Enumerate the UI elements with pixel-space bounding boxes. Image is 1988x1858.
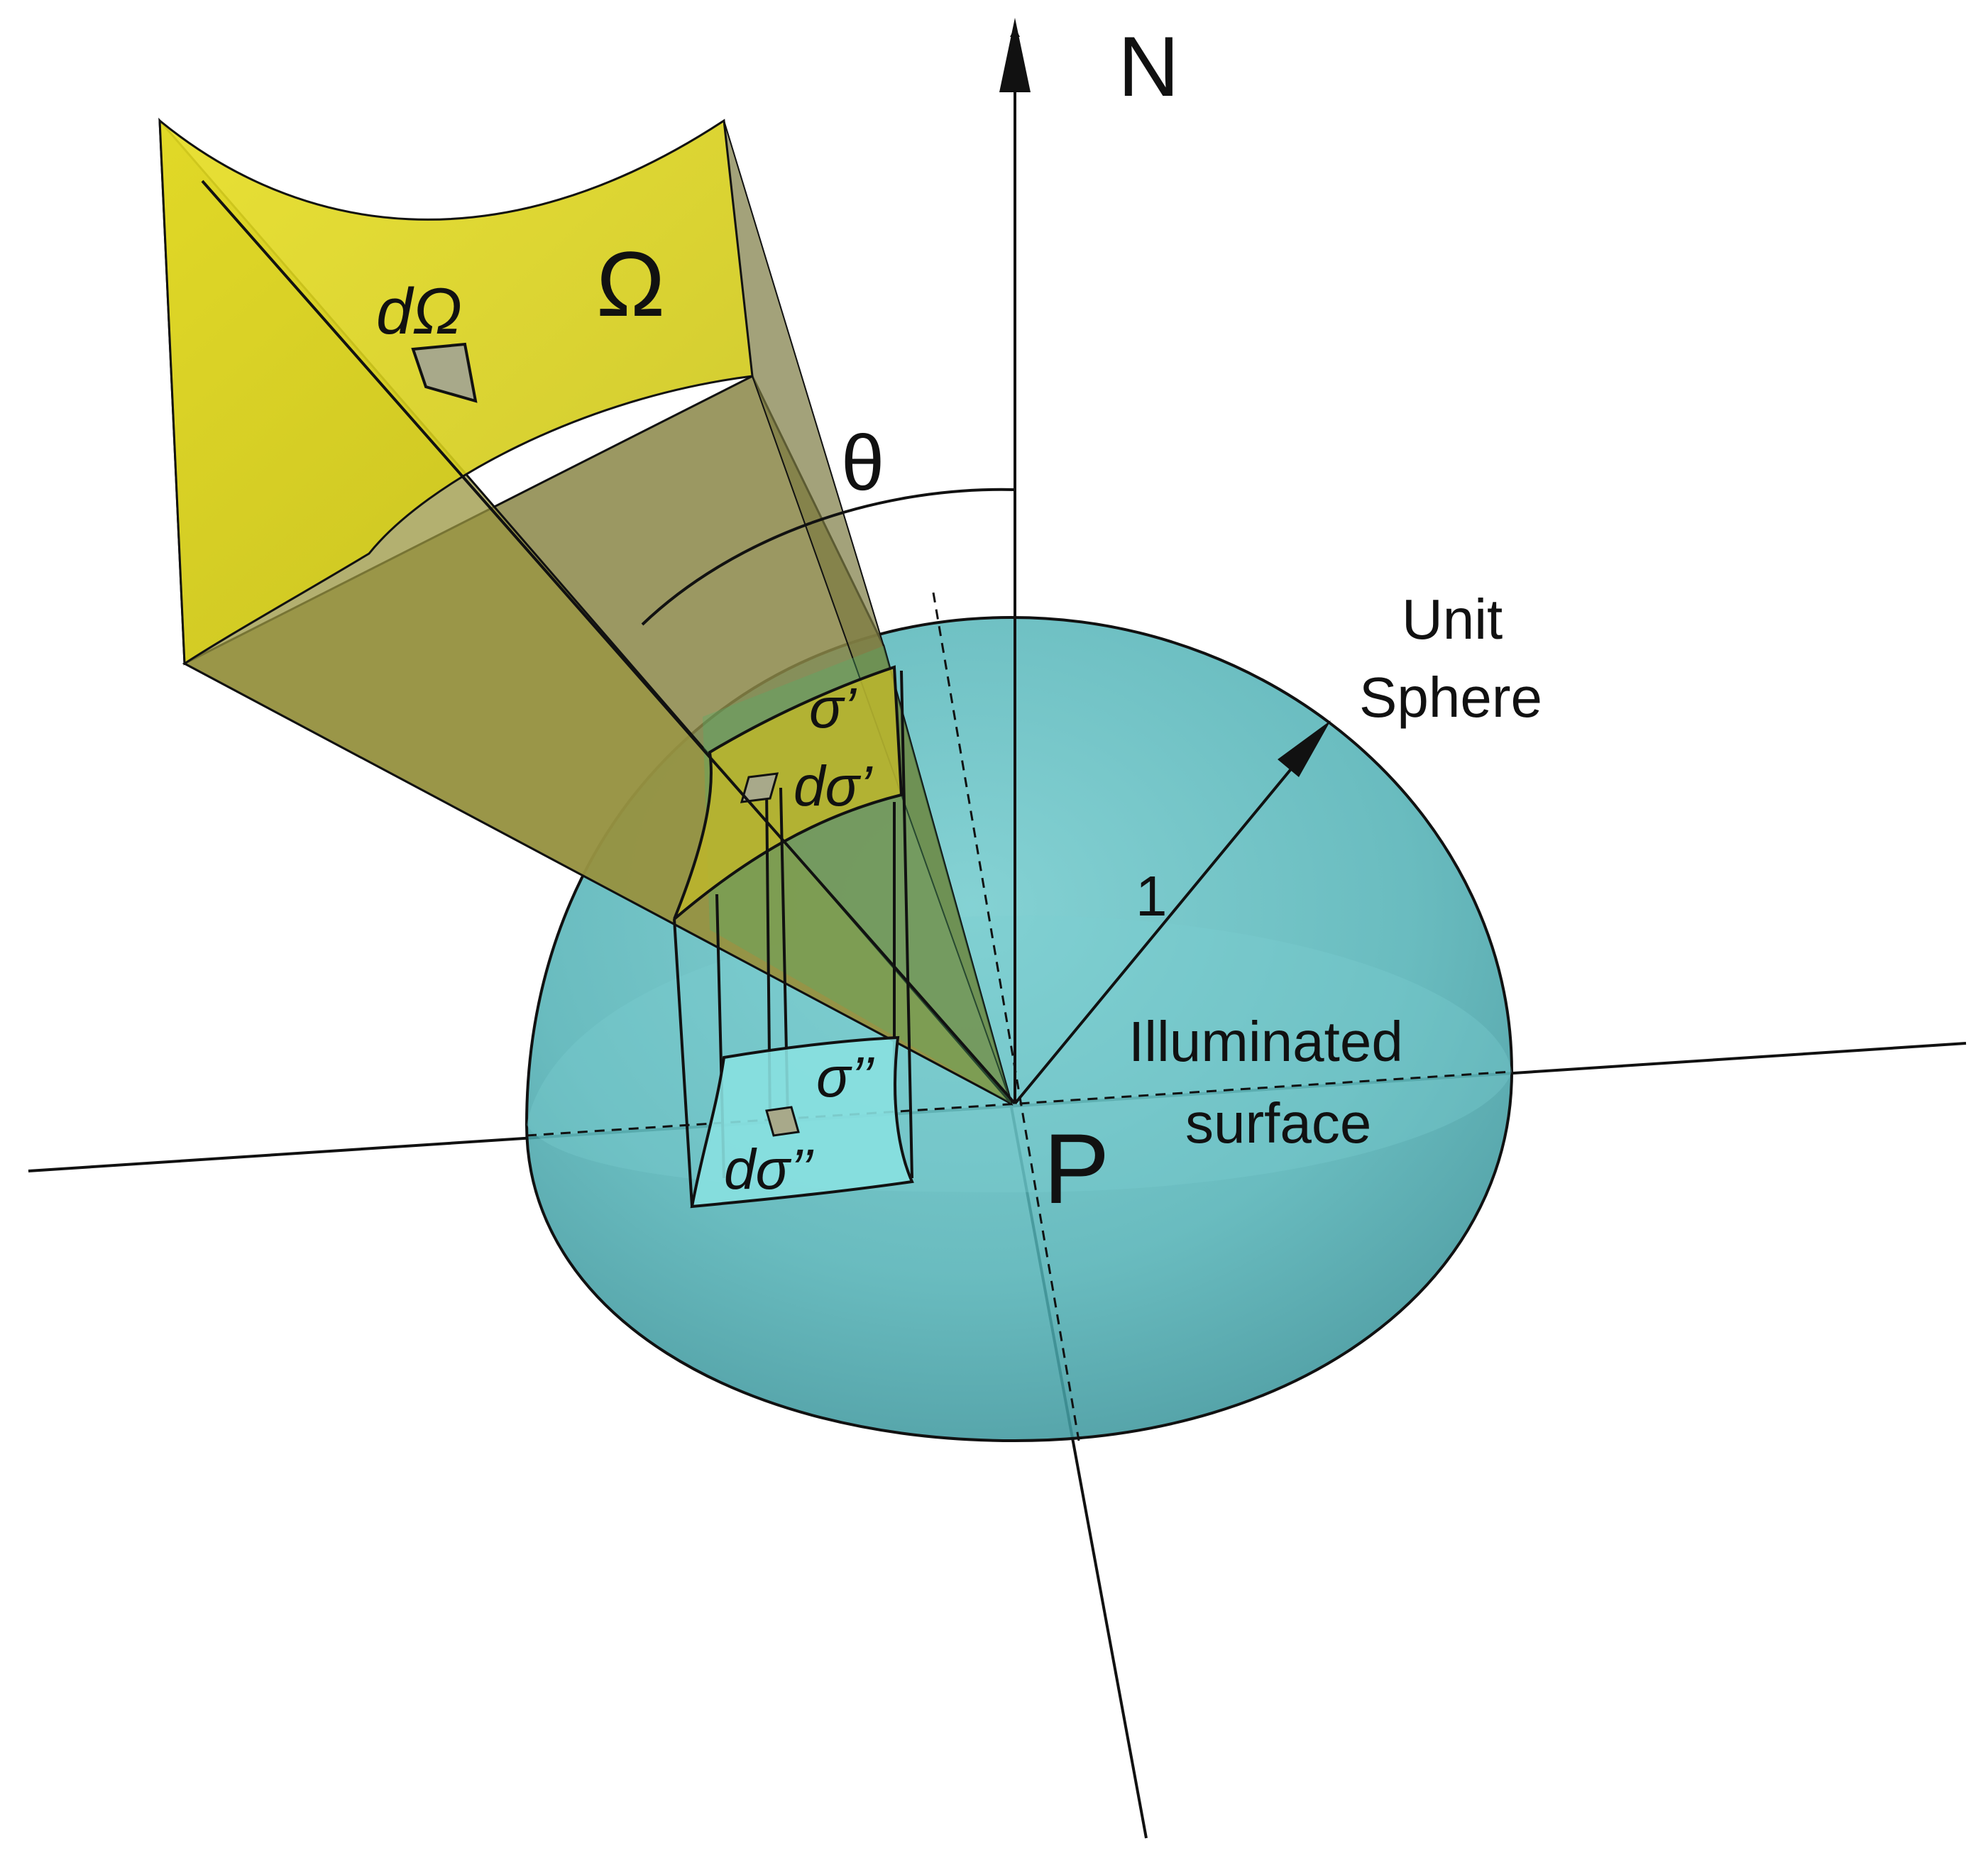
- normal-label: N: [1118, 19, 1180, 114]
- d-omega-label: dΩ: [376, 275, 462, 348]
- d-sigma-double-prime-label: dσ’’: [724, 1138, 814, 1201]
- incident-ray: [201, 180, 1016, 1105]
- normal-arrowhead-icon: [999, 18, 1031, 92]
- unit-sphere-label-line1: Unit: [1402, 588, 1503, 651]
- illuminated-label-line2: surface: [1185, 1092, 1371, 1155]
- unit-sphere-label-line2: Sphere: [1359, 666, 1542, 729]
- d-omega-patch: [411, 342, 478, 403]
- dashed-surface-axis: [526, 1070, 1512, 1137]
- radius-vector: [1014, 737, 1318, 1105]
- illuminated-label-line1: Illuminated: [1128, 1010, 1403, 1073]
- sigma-double-prime-label: σ’’: [816, 1045, 874, 1109]
- theta-arc: [641, 488, 1016, 626]
- projection-edge-4: [900, 670, 913, 1179]
- d-sigma-prime-patch: [740, 772, 779, 803]
- sigma-prime-patch: [673, 665, 904, 920]
- d-sigma-double-prime-patch: [765, 1106, 800, 1137]
- radius-arrowhead-icon: [1278, 720, 1331, 777]
- sigma-prime-label: σ’: [809, 676, 857, 740]
- point-label: P: [1043, 1113, 1109, 1224]
- projection-edge-1: [673, 918, 693, 1207]
- radius-label: 1: [1136, 864, 1168, 928]
- solid-angle-label: Ω: [596, 232, 665, 336]
- dashed-diagonal-axis: [932, 592, 1080, 1441]
- theta-label: θ: [841, 419, 884, 507]
- d-sigma-prime-label: dσ’: [793, 754, 873, 818]
- sigma-double-prime-patch: [690, 1035, 914, 1209]
